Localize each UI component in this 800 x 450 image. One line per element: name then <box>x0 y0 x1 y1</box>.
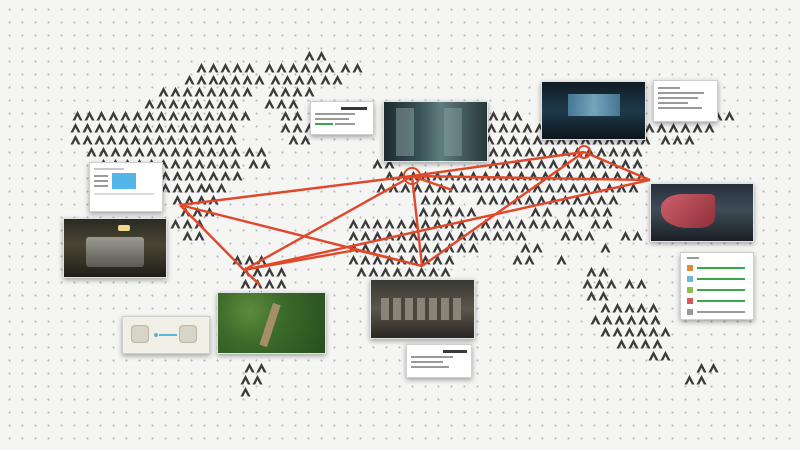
photo-truck-night <box>63 218 167 278</box>
photo-forest-road <box>217 292 326 354</box>
connector-dot <box>154 333 158 337</box>
status-icon <box>687 309 693 315</box>
route-line <box>411 174 453 192</box>
route-line <box>411 150 585 178</box>
route-node-far-east <box>577 145 591 159</box>
route-line <box>411 174 651 182</box>
route-line <box>355 248 423 268</box>
status-icon <box>687 287 693 293</box>
code-card-top <box>310 101 374 135</box>
status-icon <box>687 276 693 282</box>
photo-control-room <box>541 81 646 140</box>
light-shape <box>118 225 130 231</box>
code-card-right <box>653 80 718 122</box>
status-icon <box>687 265 693 271</box>
route-line <box>179 174 413 207</box>
screens-shape <box>568 94 620 116</box>
status-icon <box>687 298 693 304</box>
route-node-center-north <box>403 167 421 185</box>
route-line <box>243 174 413 272</box>
route-line <box>179 204 245 271</box>
connector-line <box>159 334 177 336</box>
route-line <box>243 248 357 272</box>
hull-shape <box>661 194 715 228</box>
truck-shape <box>86 237 144 267</box>
route-line <box>243 178 651 272</box>
route-line <box>243 269 261 286</box>
status-list-card <box>680 252 754 320</box>
table-highlight <box>112 173 136 189</box>
code-card-bottom <box>406 344 472 378</box>
device-diagram-card <box>122 316 210 354</box>
device-icon-2 <box>179 325 197 343</box>
route-line <box>421 151 585 267</box>
photo-ship-hull <box>650 183 754 242</box>
route-line <box>410 175 424 267</box>
screenshot-card-left <box>89 162 163 212</box>
rack-shape-2 <box>444 108 462 156</box>
route-line <box>583 150 651 182</box>
photo-server-racks <box>383 101 488 162</box>
rack-shape <box>396 108 414 156</box>
device-icon <box>131 325 149 343</box>
photo-mining-rig <box>370 279 475 339</box>
rig-shape <box>381 298 461 320</box>
